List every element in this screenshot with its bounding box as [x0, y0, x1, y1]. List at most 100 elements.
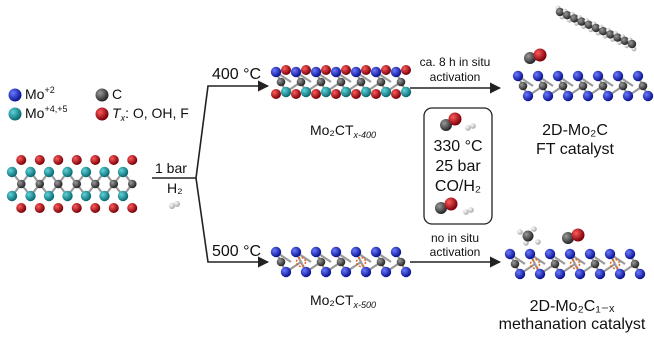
carbon-atom [591, 23, 601, 33]
box-pressure: 25 bar [435, 158, 481, 175]
carbon-atom [606, 30, 615, 39]
mo-atom [300, 266, 312, 278]
tx-atom [34, 155, 45, 165]
upper-arrow-bottom: activation [429, 70, 481, 84]
carbon-vacancy [295, 256, 307, 268]
methane-molecule [517, 226, 541, 246]
tx-atom [127, 203, 138, 213]
carbon-atom [276, 77, 286, 87]
co-molecule [524, 48, 547, 64]
mo-atom [62, 166, 73, 178]
mo-atom [330, 66, 342, 78]
tx-atom [108, 155, 119, 165]
upper-product-line2: FT catalyst [536, 141, 614, 158]
carbon-atom [16, 179, 26, 189]
mo-atom [552, 70, 564, 82]
carbon-atom [53, 179, 63, 189]
legend-carbon-dot [95, 88, 109, 102]
hydrogen-atom [517, 229, 523, 235]
carbon-atom [620, 36, 629, 45]
mo-atom [512, 70, 524, 82]
mo-atom [280, 266, 292, 278]
hydrogen-atom [535, 239, 541, 245]
box-co-molecule-top [440, 112, 476, 131]
carbon-atom [72, 179, 82, 189]
carbon-atom [336, 77, 346, 87]
legend-carbon-label: C [112, 86, 123, 102]
oxygen-atom [571, 228, 585, 242]
mo-atom [320, 266, 332, 278]
mo-atom [25, 190, 36, 202]
tx-atom [127, 155, 138, 165]
mo-atom [604, 248, 616, 260]
mo-atom [340, 86, 352, 98]
hydrogen-atom [169, 203, 175, 209]
mo-atom [6, 166, 18, 178]
mo-atom [564, 248, 576, 260]
tx-atom [90, 155, 101, 165]
mo-atom [614, 268, 626, 280]
carbon-atom [598, 81, 608, 91]
mo-atom [360, 266, 372, 278]
carbon-atom [638, 81, 648, 91]
mo-atom [380, 266, 392, 278]
carbon-atom [590, 259, 600, 269]
hydrogen-atom [468, 207, 474, 213]
carbon-atom [336, 257, 346, 267]
hydrogen-atom [174, 201, 180, 207]
hydrocarbon-chain [555, 5, 637, 52]
tx-atom [34, 203, 45, 213]
mo-atom [290, 66, 302, 78]
carbon-atom [90, 179, 100, 189]
mo-atom [522, 90, 534, 102]
mo-atom [80, 166, 92, 178]
carbon-atom [558, 81, 568, 91]
carbon-atom [518, 81, 528, 91]
carbon-atom [510, 259, 520, 269]
upper-intermediate-structure [270, 65, 412, 99]
mo-atom [634, 268, 646, 280]
mo-atom [43, 190, 55, 202]
tx-atom [301, 65, 311, 75]
mo-atom [43, 166, 55, 178]
mo-atom [62, 190, 73, 202]
carbon-atom [563, 11, 572, 20]
tx-atom [361, 65, 371, 75]
carbon-atom [356, 77, 366, 87]
mo-atom [330, 246, 342, 258]
tx-atom [90, 203, 101, 213]
carbon-atom [550, 259, 560, 269]
mo-atom [534, 268, 546, 280]
mo-atom [340, 266, 352, 278]
mo-atom [310, 246, 322, 258]
lower-arrow-bottom: activation [429, 245, 481, 259]
mo-atom [562, 90, 574, 102]
branch-arrows [152, 80, 502, 268]
initial-mxene-structure [6, 155, 138, 213]
oxygen-atom [533, 48, 547, 62]
mo-atom [390, 246, 402, 258]
mo-atom [524, 248, 536, 260]
carbon-atom [562, 232, 574, 244]
lower-arrow-top: no in situ [430, 231, 480, 245]
mo-atom [99, 190, 110, 202]
tx-atom [16, 203, 27, 213]
mo-atom [612, 70, 624, 82]
tx-atom [281, 65, 291, 75]
carbon-atom [522, 230, 534, 242]
tx-atom [321, 65, 331, 75]
box-temperature: 330 °C [433, 138, 483, 155]
legend-tx-label: Tx: O, OH, F [112, 105, 189, 123]
tx-atom [311, 89, 321, 99]
mo-atom [504, 248, 516, 260]
mo-atom [270, 66, 282, 78]
carbon-atom [613, 33, 622, 42]
tx-atom [401, 65, 411, 75]
legend-mo45-label: Mo+4,+5 [25, 104, 68, 122]
mo-atom [642, 90, 654, 102]
hydrogen-atom [465, 125, 471, 131]
mo-atom [350, 246, 362, 258]
carbon-atom [127, 179, 137, 189]
tx-atom [108, 203, 119, 213]
mo-atom [544, 248, 556, 260]
